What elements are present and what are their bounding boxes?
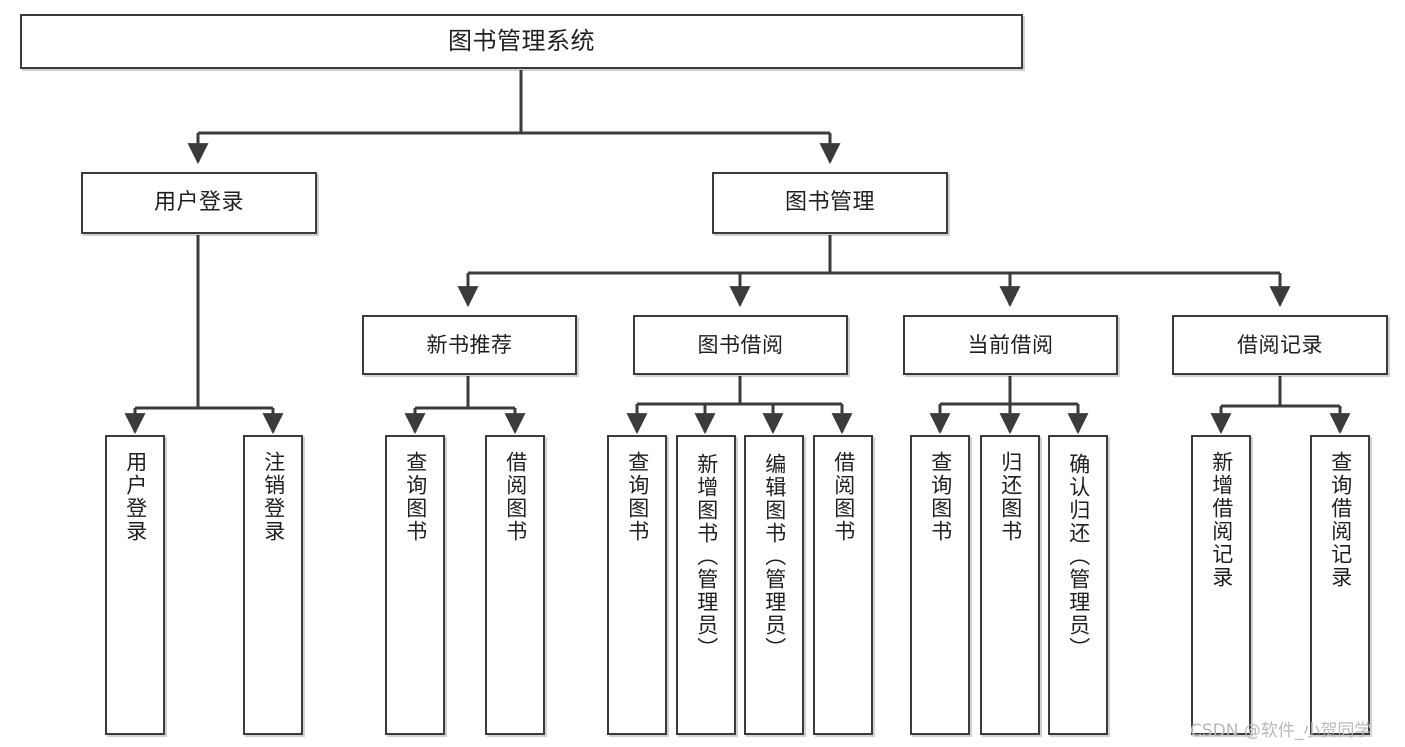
node-book-management[interactable]: 图书管理 xyxy=(712,172,948,234)
leaf-book-borrow-add-label: 新增图书（管理员） xyxy=(694,453,719,660)
leaf-book-borrow-add[interactable]: 新增图书（管理员） xyxy=(676,435,736,735)
leaf-book-borrow-query-label: 查询图书 xyxy=(625,451,650,543)
leaf-book-borrow-edit-label: 编辑图书（管理员） xyxy=(762,453,787,660)
leaf-book-borrow-borrow-label: 借阅图书 xyxy=(831,451,856,543)
leaf-user-login-login-label: 用户登录 xyxy=(123,451,148,543)
leaf-current-borrow-return[interactable]: 归还图书 xyxy=(980,435,1040,735)
node-borrow-record-label: 借阅记录 xyxy=(1237,332,1323,357)
leaf-user-login-logout[interactable]: 注销登录 xyxy=(243,435,303,735)
leaf-current-borrow-query[interactable]: 查询图书 xyxy=(910,435,970,735)
leaf-borrow-record-query[interactable]: 查询借阅记录 xyxy=(1310,435,1370,735)
leaf-user-login-login[interactable]: 用户登录 xyxy=(105,435,165,735)
leaf-book-borrow-borrow[interactable]: 借阅图书 xyxy=(813,435,873,735)
leaf-borrow-record-query-label: 查询借阅记录 xyxy=(1328,451,1353,589)
leaf-borrow-record-add-label: 新增借阅记录 xyxy=(1209,451,1234,589)
node-book-borrow[interactable]: 图书借阅 xyxy=(633,315,848,375)
watermark: CSDN @软件_小贺同学 xyxy=(1190,721,1372,741)
leaf-new-book-borrow-label: 借阅图书 xyxy=(503,451,528,543)
leaf-current-borrow-return-label: 归还图书 xyxy=(998,451,1023,543)
leaf-book-borrow-edit[interactable]: 编辑图书（管理员） xyxy=(744,435,804,735)
node-book-management-label: 图书管理 xyxy=(784,190,875,216)
node-new-book-recommend[interactable]: 新书推荐 xyxy=(362,315,577,375)
node-new-book-recommend-label: 新书推荐 xyxy=(426,332,513,357)
leaf-current-borrow-confirm[interactable]: 确认归还（管理员） xyxy=(1048,435,1108,735)
leaf-current-borrow-confirm-label: 确认归还（管理员） xyxy=(1066,453,1091,660)
node-user-login-label: 用户登录 xyxy=(153,190,244,216)
node-root-system-label: 图书管理系统 xyxy=(448,26,595,55)
leaf-new-book-query-label: 查询图书 xyxy=(403,451,428,543)
leaf-book-borrow-query[interactable]: 查询图书 xyxy=(607,435,667,735)
leaf-user-login-logout-label: 注销登录 xyxy=(261,451,286,543)
leaf-current-borrow-query-label: 查询图书 xyxy=(928,451,953,543)
leaf-borrow-record-add[interactable]: 新增借阅记录 xyxy=(1191,435,1251,735)
node-borrow-record[interactable]: 借阅记录 xyxy=(1172,315,1388,375)
node-user-login[interactable]: 用户登录 xyxy=(81,172,317,234)
node-book-borrow-label: 图书借阅 xyxy=(697,332,784,357)
node-root-system[interactable]: 图书管理系统 xyxy=(20,14,1023,69)
node-current-borrow[interactable]: 当前借阅 xyxy=(903,315,1118,375)
leaf-new-book-borrow[interactable]: 借阅图书 xyxy=(485,435,545,735)
leaf-new-book-query[interactable]: 查询图书 xyxy=(385,435,445,735)
node-current-borrow-label: 当前借阅 xyxy=(967,332,1054,357)
